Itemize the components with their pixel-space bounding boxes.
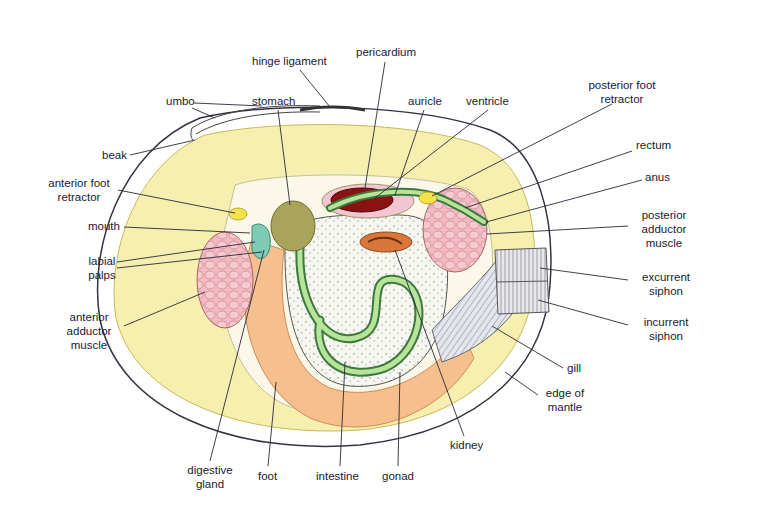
part-label: labial palps [84,254,120,282]
part-label: digestive gland [180,463,240,491]
part-label: incurrent siphon [634,315,698,343]
part-label: anterior foot retractor [40,176,118,204]
part-label: edge of mantle [540,386,590,414]
part-label: gonad [382,469,414,483]
part-label: kidney [450,438,483,452]
part-label: anterior adductor muscle [56,310,122,352]
part-label: intestine [316,469,359,483]
part-label: anus [645,170,670,184]
part-label: gill [567,361,581,375]
part-label: hinge ligament [252,54,327,68]
part-label: ventricle [466,94,509,108]
part-label: posterior foot retractor [580,78,664,106]
part-label: excurrent siphon [634,270,698,298]
part-label: posterior adductor muscle [632,208,696,250]
part-label: stomach [252,94,295,108]
part-label: auricle [408,94,442,108]
part-label: foot [258,469,277,483]
part-label: pericardium [356,45,416,59]
part-label: beak [102,148,127,162]
part-label: mouth [88,219,120,233]
part-label: umbo [166,94,195,108]
part-label: rectum [636,138,671,152]
